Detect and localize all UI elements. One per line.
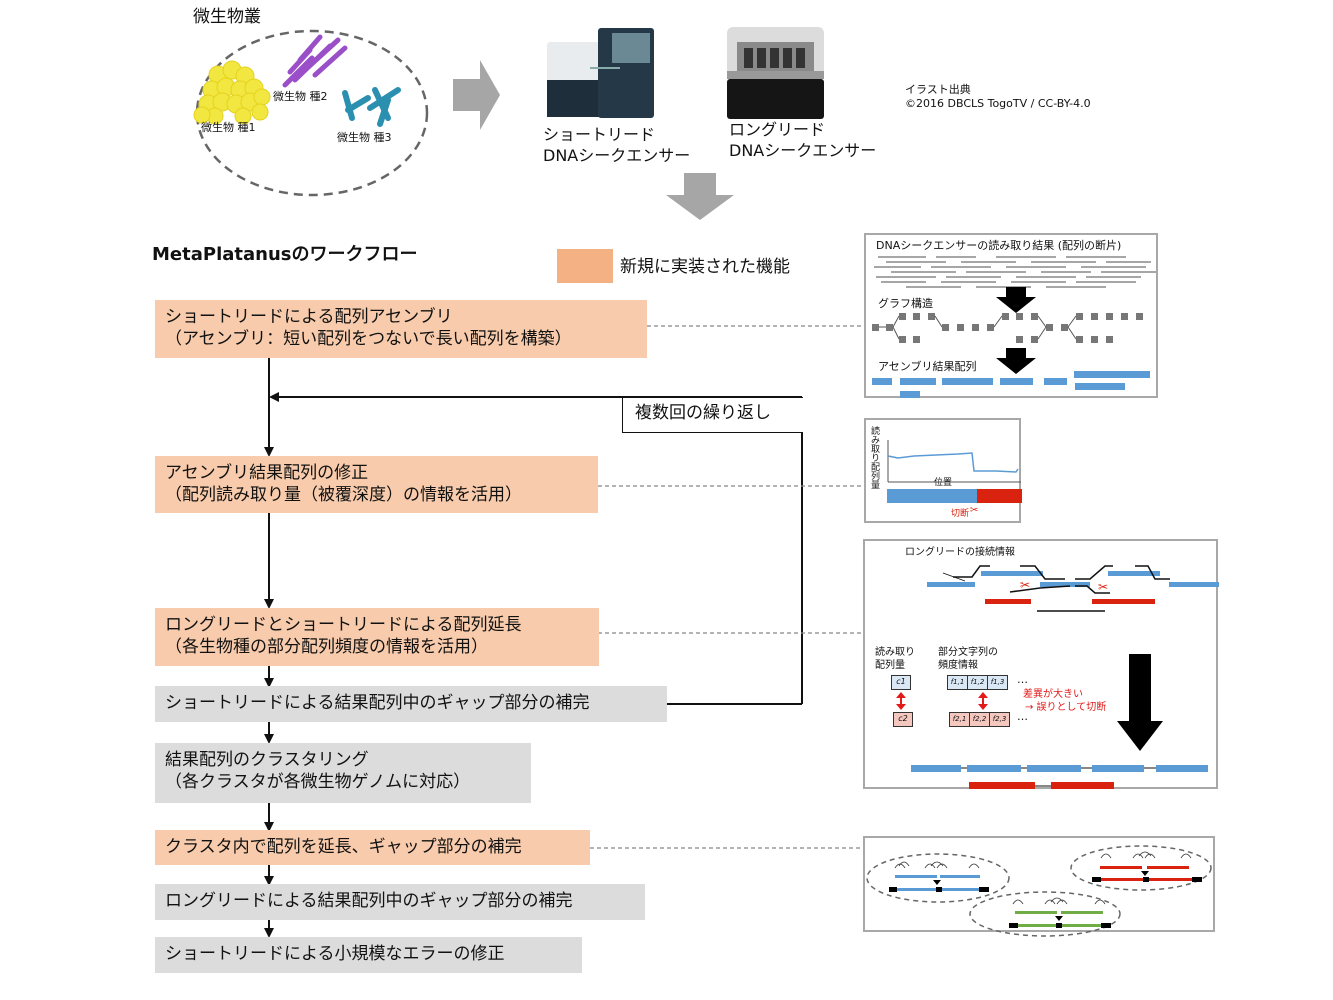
cluster-green-ellipse [969,891,1121,937]
c1-cell: c1 [891,675,911,690]
community-illustration [193,27,824,220]
legend-swatch [557,249,613,283]
coverage-x-label: 位置 [934,478,953,488]
cut-label: 切断 [951,509,970,519]
scissors-icon: ✂ [1098,580,1109,594]
long-read-sequencer-icon [727,27,824,119]
long-read-sequencer-label-1: ロングリード [729,120,826,139]
species-3-icon [342,87,401,127]
step-sequence-extension: ロングリードとショートリードによる配列延長 （各生物種の部分配列頻度の情報を活用… [155,608,599,666]
step-clustering: 結果配列のクラスタリング （各クラスタが各微生物ゲノムに対応） [155,743,531,803]
cluster-graphic [866,845,1212,937]
cluster-panel [863,836,1215,937]
cluster-red-ellipse [1070,845,1212,891]
step-short-read-gap-fill: ショートリードによる結果配列中のギャップ部分の補完 [155,686,667,722]
community-title: 微生物叢 [193,7,261,27]
loop-label: 複数回の繰り返し [622,397,803,433]
short-read-sequencer-label-2: DNAシークエンサー [543,146,691,165]
diff-note-2: → 誤りとして切断 [1025,702,1107,713]
workflow-title: MetaPlatanusのワークフロー [152,244,418,265]
coverage-plot [887,440,1022,503]
coverage-panel: 読み取り配列量 位置 切断 ✂ [864,418,1022,523]
result-label: アセンブリ結果配列 [878,360,977,373]
f11-cell: f1,1 [947,675,968,690]
coverage-y-label: 読み取り配列量 [869,426,879,489]
big-arrow-down-icon [1117,654,1163,751]
step-short-read-assembly: ショートリードによる配列アセンブリ （アセンブリ：短い配列をつないで長い配列を構… [155,300,647,358]
read-amount-label-1: 読み取り [875,647,915,658]
arrow-right-icon [453,60,500,130]
row2-ellipsis: … [1017,710,1028,723]
species-1-icon [193,60,271,125]
assembly-panel: DNAシークエンサーの読み取り結果 (配列の断片) グラフ構造 アセンブリ結果配… [864,233,1158,398]
scissors-icon: ✂ [1020,578,1031,592]
credit-line-2: ©2016 DBCLS TogoTV / CC-BY-4.0 [905,97,1091,110]
read-amount-label-2: 配列量 [875,660,905,671]
arrow-down-icon [666,173,734,220]
community-ellipse [195,29,429,197]
species-2-label: 微生物 種2 [273,90,328,103]
freq-label-1: 部分文字列の [938,647,998,658]
short-read-sequencer-icon [547,28,654,118]
legend-label: 新規に実装された機能 [620,257,790,277]
species-3-label: 微生物 種3 [337,131,392,144]
step-long-read-gap-fill: ロングリードによる結果配列中のギャップ部分の補完 [155,884,645,920]
long-read-sequencer-label-2: DNAシークエンサー [729,141,877,160]
freq-label-2: 頻度情報 [938,660,978,671]
step-cluster-extension: クラスタ内で配列を延長、ギャップ部分の補完 [155,830,590,865]
extension-graphic [896,565,1219,789]
species-1-label: 微生物 種1 [201,121,256,134]
graph-label: グラフ構造 [878,297,933,310]
reads-label: DNAシークエンサーの読み取り結果 (配列の断片) [876,239,1122,252]
scissors-icon: ✂ [970,505,979,516]
f13-cell: f1,3 [987,675,1008,690]
f23-cell: f2,3 [989,712,1010,727]
row1-ellipsis: … [1017,673,1028,686]
connection-label: ロングリードの接続情報 [905,547,1015,558]
diff-note-1: 差異が大きい [1023,689,1083,700]
credit-line-1: イラスト出典 [905,83,971,96]
short-read-sequencer-label-1: ショートリード [543,125,656,144]
species-2-icon [282,34,348,88]
step-assembly-correction: アセンブリ結果配列の修正 （配列読み取り量（被覆深度）の情報を活用） [155,456,598,513]
cluster-blue-ellipse [866,853,1010,903]
c2-cell: c2 [893,712,913,727]
step-error-correction: ショートリードによる小規模なエラーの修正 [155,937,582,973]
assembly-graphic [872,256,1156,398]
extension-panel: ロングリードの接続情報 読み取り 配列量 部分文字列の 頻度情報 c1 c2 f… [863,539,1219,789]
